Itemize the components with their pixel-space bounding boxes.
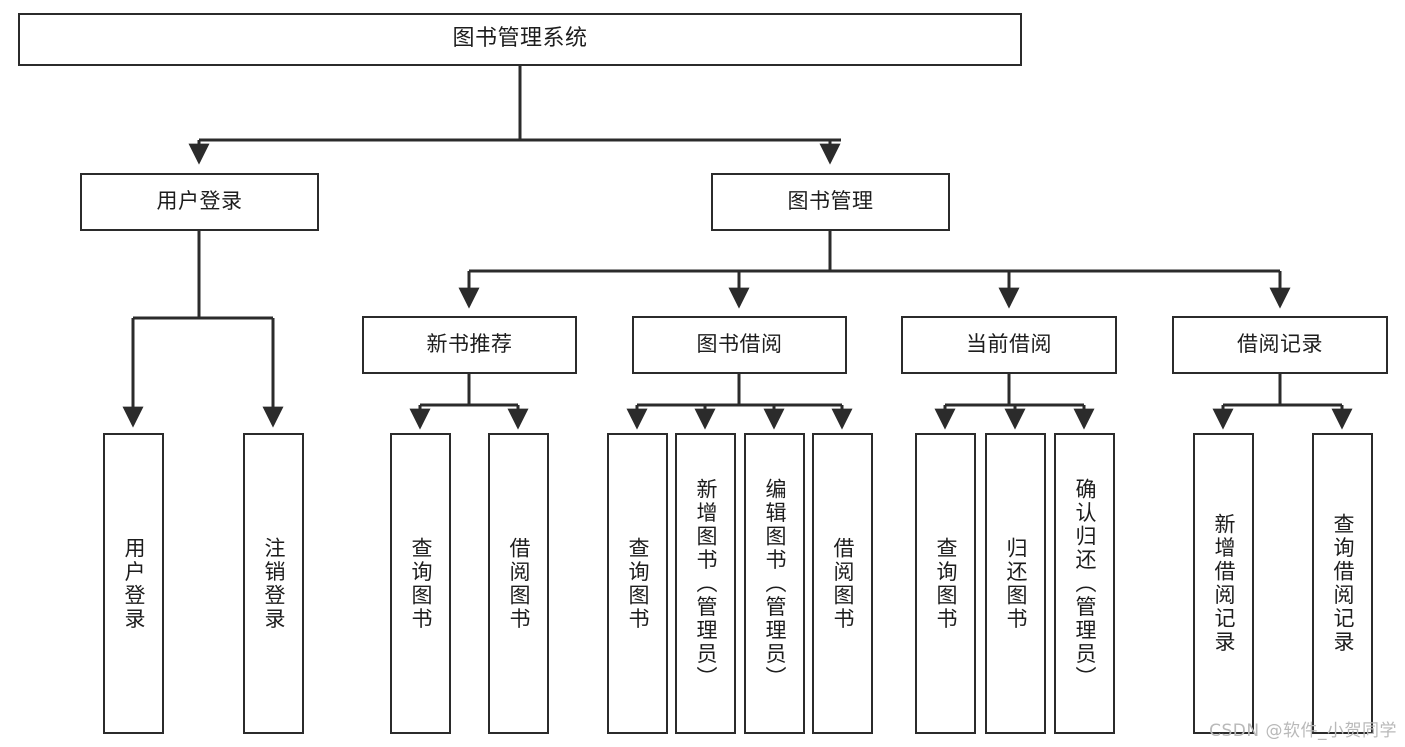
node-leaf-edit-book[interactable]: 编辑图书（管理员） — [744, 433, 805, 734]
node-leaf-user-login[interactable]: 用户登录 — [103, 433, 164, 734]
node-book-management[interactable]: 图书管理 — [711, 173, 950, 231]
watermark-text: CSDN @软件_小贺同学 — [1209, 721, 1397, 741]
node-new-book-recommend[interactable]: 新书推荐 — [362, 316, 577, 374]
node-leaf-add-book[interactable]: 新增图书（管理员） — [675, 433, 736, 734]
node-book-borrow[interactable]: 图书借阅 — [632, 316, 847, 374]
node-label: 用户登录 — [121, 536, 146, 631]
node-label: 用户登录 — [156, 189, 243, 214]
node-leaf-confirm-return[interactable]: 确认归还（管理员） — [1054, 433, 1115, 734]
node-label: 新增借阅记录 — [1211, 513, 1236, 654]
node-leaf-add-borrow-record[interactable]: 新增借阅记录 — [1193, 433, 1254, 734]
node-borrow-record[interactable]: 借阅记录 — [1172, 316, 1388, 374]
node-label: 新增图书（管理员） — [693, 477, 718, 690]
node-label: 图书管理 — [787, 189, 874, 214]
node-label: 图书管理系统 — [452, 26, 588, 52]
node-label: 查询图书 — [933, 536, 958, 631]
node-label: 当前借阅 — [966, 332, 1052, 357]
node-leaf-borrow-book-2[interactable]: 借阅图书 — [812, 433, 873, 734]
node-label: 注销登录 — [261, 536, 286, 631]
node-leaf-return-book[interactable]: 归还图书 — [985, 433, 1046, 734]
node-label: 归还图书 — [1003, 536, 1028, 631]
node-leaf-borrow-book-1[interactable]: 借阅图书 — [488, 433, 549, 734]
node-label: 确认归还（管理员） — [1072, 477, 1097, 690]
node-label: 编辑图书（管理员） — [762, 477, 787, 690]
node-leaf-query-borrow-record[interactable]: 查询借阅记录 — [1312, 433, 1373, 734]
node-leaf-query-book-2[interactable]: 查询图书 — [607, 433, 668, 734]
node-leaf-logout-login[interactable]: 注销登录 — [243, 433, 304, 734]
node-label: 借阅图书 — [506, 536, 531, 631]
node-label: 查询借阅记录 — [1330, 513, 1355, 654]
node-leaf-query-book-1[interactable]: 查询图书 — [390, 433, 451, 734]
node-current-borrow[interactable]: 当前借阅 — [901, 316, 1117, 374]
node-user-login[interactable]: 用户登录 — [80, 173, 319, 231]
node-label: 借阅图书 — [830, 536, 855, 631]
node-label: 新书推荐 — [426, 332, 513, 357]
node-leaf-query-book-3[interactable]: 查询图书 — [915, 433, 976, 734]
node-label: 查询图书 — [408, 536, 433, 631]
node-label: 查询图书 — [625, 536, 650, 631]
node-root-book-management-system[interactable]: 图书管理系统 — [18, 13, 1022, 66]
node-label: 图书借阅 — [696, 332, 783, 357]
node-label: 借阅记录 — [1237, 332, 1323, 357]
